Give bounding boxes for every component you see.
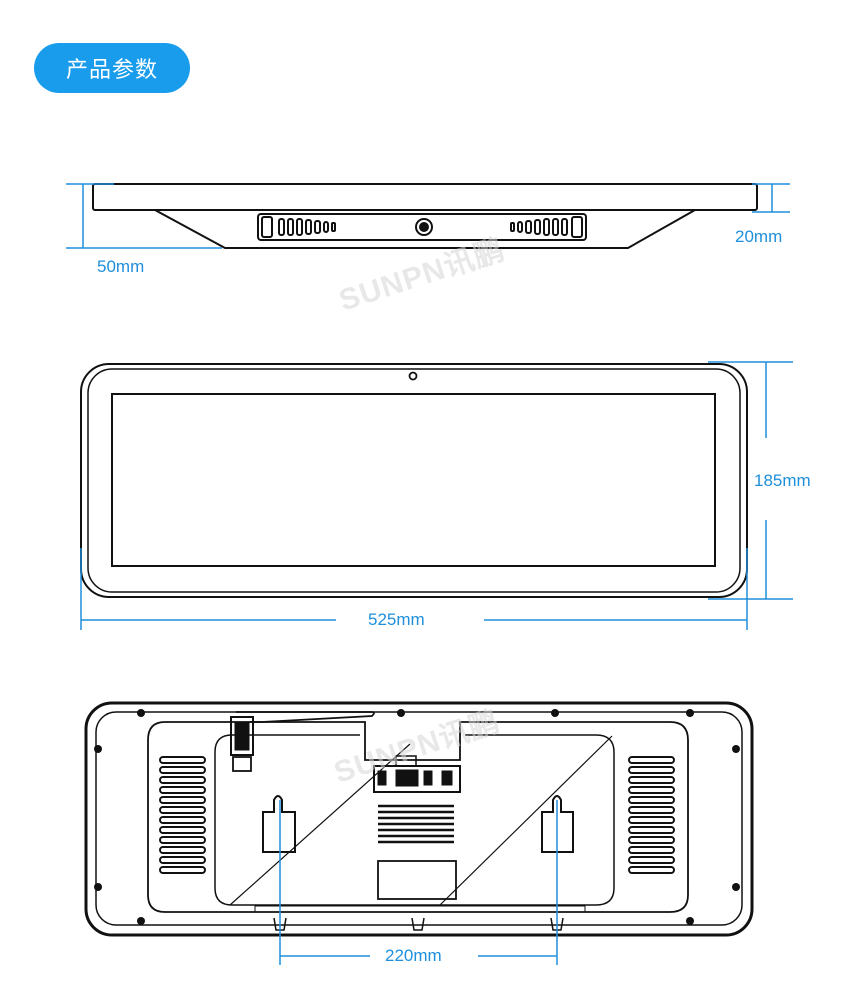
section-title-badge: 产品参数 xyxy=(34,43,190,93)
dimension-side-thickness: 20mm xyxy=(735,227,783,246)
side-dimension-lines xyxy=(66,183,790,249)
side-view xyxy=(92,183,758,249)
back-screws xyxy=(94,709,740,925)
back-dimension-lines xyxy=(279,800,558,965)
dimension-front-height: 185mm xyxy=(754,471,811,490)
dimension-side-depth: 50mm xyxy=(97,257,145,276)
bottom-hooks xyxy=(273,917,564,931)
back-view xyxy=(84,701,754,937)
front-view xyxy=(80,363,748,598)
dimension-mount-spacing: 220mm xyxy=(385,946,442,965)
dimension-front-width: 525mm xyxy=(368,610,425,629)
front-dimension-lines xyxy=(80,361,793,630)
section-title: 产品参数 xyxy=(65,58,158,83)
